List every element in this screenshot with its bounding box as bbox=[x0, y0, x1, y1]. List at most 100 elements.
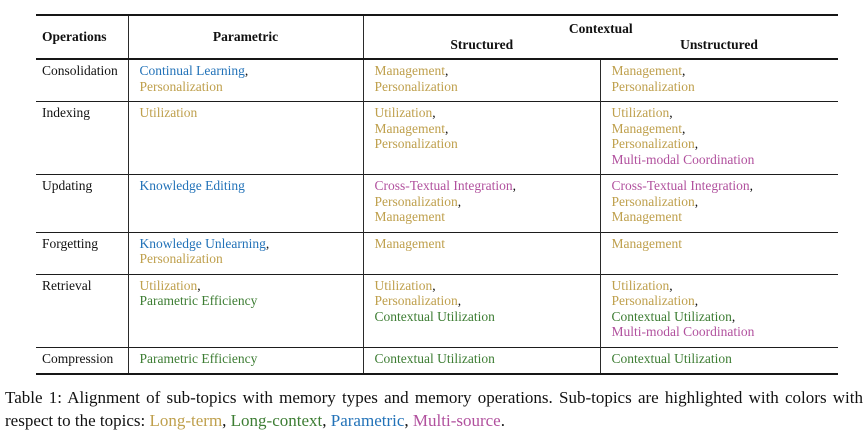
separator: , bbox=[512, 178, 517, 193]
separator: , bbox=[669, 277, 673, 293]
subtopic-label: Utilization bbox=[611, 277, 670, 293]
subtopic-line: Management, bbox=[375, 63, 592, 79]
subtopic-line: Management bbox=[612, 209, 831, 225]
subtopic-label: Management bbox=[611, 120, 682, 136]
subtopic-line: Management bbox=[375, 209, 592, 225]
subtopic-line: Utilization bbox=[140, 105, 355, 121]
header-row-top: Operations Parametric Contextual bbox=[36, 15, 838, 60]
subtopic-line: Utilization, bbox=[140, 278, 355, 294]
separator: , bbox=[222, 410, 227, 430]
subtopic-label: Management bbox=[374, 209, 445, 224]
subtopic-line: Management, bbox=[612, 121, 831, 137]
cell-unstructured: Utilization, Personalization, Contextual… bbox=[599, 273, 838, 347]
subtopic-line: Management, bbox=[375, 121, 592, 137]
subtopic-line: Personalization bbox=[612, 79, 831, 95]
subtopic-label: Parametric Efficiency bbox=[139, 350, 258, 366]
operation-label: Updating bbox=[36, 174, 128, 232]
cell-structured: Cross-Textual Integration, Personalizati… bbox=[362, 174, 600, 232]
separator: , bbox=[322, 410, 327, 430]
subtopic-label: Continual Learning bbox=[139, 63, 245, 78]
subtopic-line: Contextual Utilization bbox=[612, 351, 831, 367]
separator: , bbox=[457, 293, 462, 308]
separator: , bbox=[444, 120, 449, 136]
cell-parametric: Knowledge Editing bbox=[127, 174, 363, 232]
subtopic-label: Management bbox=[374, 120, 445, 136]
subtopic-label: Knowledge Unlearning bbox=[139, 235, 266, 251]
subtopic-line: Utilization, bbox=[612, 278, 831, 294]
subtopic-line: Personalization, bbox=[612, 293, 831, 309]
subtopic-label: Personalization bbox=[139, 78, 223, 94]
subtopic-label: Utilization bbox=[374, 105, 433, 120]
subtopic-line: Management, bbox=[612, 63, 831, 79]
subtopic-line: Personalization, bbox=[375, 293, 592, 309]
cell-parametric: Utilization, Parametric Efficiency bbox=[127, 273, 363, 347]
col-header-unstructured: Unstructured bbox=[600, 36, 838, 60]
subtopic-line: Utilization, bbox=[375, 278, 592, 294]
subtopic-line: Continual Learning, bbox=[140, 63, 355, 79]
subtopic-label: Personalization bbox=[611, 293, 695, 308]
operation-label: Retrieval bbox=[36, 273, 128, 347]
col-header-structured: Structured bbox=[362, 36, 600, 60]
subtopic-label: Personalization bbox=[374, 136, 458, 151]
operation-label: Consolidation bbox=[36, 58, 128, 102]
subtopic-label: Multi-modal Coordination bbox=[611, 151, 755, 167]
caption-topic-long-term: Long-term bbox=[149, 410, 223, 430]
subtopic-line: Utilization, bbox=[375, 105, 592, 121]
table-row-consolidation: Consolidation Continual Learning, Person… bbox=[36, 58, 838, 102]
col-header-operations: Operations bbox=[36, 15, 128, 60]
cell-unstructured: Utilization, Management, Personalization… bbox=[599, 101, 838, 175]
table-row-compression: Compression Parametric Efficiency Contex… bbox=[36, 346, 838, 374]
col-header-parametric: Parametric bbox=[127, 15, 363, 60]
cell-parametric: Utilization bbox=[127, 101, 363, 175]
separator: , bbox=[731, 308, 736, 324]
table-body: Consolidation Continual Learning, Person… bbox=[36, 58, 838, 374]
subtopic-line: Contextual Utilization bbox=[375, 351, 592, 367]
separator: , bbox=[444, 63, 449, 78]
subtopic-line: Knowledge Editing bbox=[140, 178, 355, 194]
separator: , bbox=[669, 105, 673, 120]
separator: , bbox=[197, 277, 201, 293]
table-row-indexing: Indexing Utilization Utilization, Manage… bbox=[36, 101, 838, 175]
separator: , bbox=[432, 105, 436, 120]
subtopic-line: Knowledge Unlearning, bbox=[140, 236, 355, 252]
subtopic-line: Contextual Utilization bbox=[375, 309, 592, 325]
cell-parametric: Parametric Efficiency bbox=[127, 346, 363, 374]
cell-parametric: Knowledge Unlearning, Personalization bbox=[127, 231, 363, 274]
caption-text: Table 1: Alignment of sub-topics with me… bbox=[5, 388, 863, 430]
subtopic-line: Personalization bbox=[375, 136, 592, 152]
subtopic-label: Personalization bbox=[139, 251, 223, 266]
subtopic-label: Contextual Utilization bbox=[611, 350, 732, 366]
operation-label: Forgetting bbox=[36, 231, 128, 274]
separator: , bbox=[749, 178, 754, 193]
subtopic-line: Personalization bbox=[140, 251, 355, 267]
separator: , bbox=[244, 63, 249, 78]
subtopic-line: Management bbox=[612, 236, 831, 252]
subtopic-line: Contextual Utilization, bbox=[612, 309, 831, 325]
separator: , bbox=[404, 410, 409, 430]
subtopic-line: Personalization, bbox=[612, 194, 831, 210]
subtopic-line: Cross-Textual Integration, bbox=[375, 178, 592, 194]
caption-topic-parametric: Parametric bbox=[330, 410, 405, 430]
operation-label: Indexing bbox=[36, 101, 128, 175]
caption-topic-long-context: Long-context bbox=[230, 410, 323, 430]
subtopic-line: Multi-modal Coordination bbox=[612, 152, 831, 168]
caption-period: . bbox=[500, 410, 505, 430]
subtopic-label: Utilization bbox=[611, 105, 670, 120]
subtopic-line: Management bbox=[375, 236, 592, 252]
subtopic-label: Personalization bbox=[374, 193, 458, 209]
subtopic-line: Parametric Efficiency bbox=[140, 351, 355, 367]
subtopic-line: Parametric Efficiency bbox=[140, 293, 355, 309]
subtopic-label: Personalization bbox=[611, 193, 695, 209]
subtopic-label: Personalization bbox=[374, 293, 458, 308]
cell-unstructured: Management, Personalization bbox=[599, 58, 838, 102]
header-row-sub: Structured Unstructured bbox=[36, 36, 838, 60]
table-header: Operations Parametric Contextual Structu… bbox=[36, 15, 838, 60]
separator: , bbox=[681, 63, 686, 78]
operation-label: Compression bbox=[36, 346, 128, 374]
subtopic-label: Utilization bbox=[139, 277, 198, 293]
alignment-table: Operations Parametric Contextual Structu… bbox=[36, 14, 838, 375]
cell-unstructured: Contextual Utilization bbox=[599, 346, 838, 374]
subtopic-label: Knowledge Editing bbox=[139, 178, 245, 193]
cell-structured: Management, Personalization bbox=[362, 58, 600, 102]
subtopic-label: Personalization bbox=[611, 78, 695, 94]
